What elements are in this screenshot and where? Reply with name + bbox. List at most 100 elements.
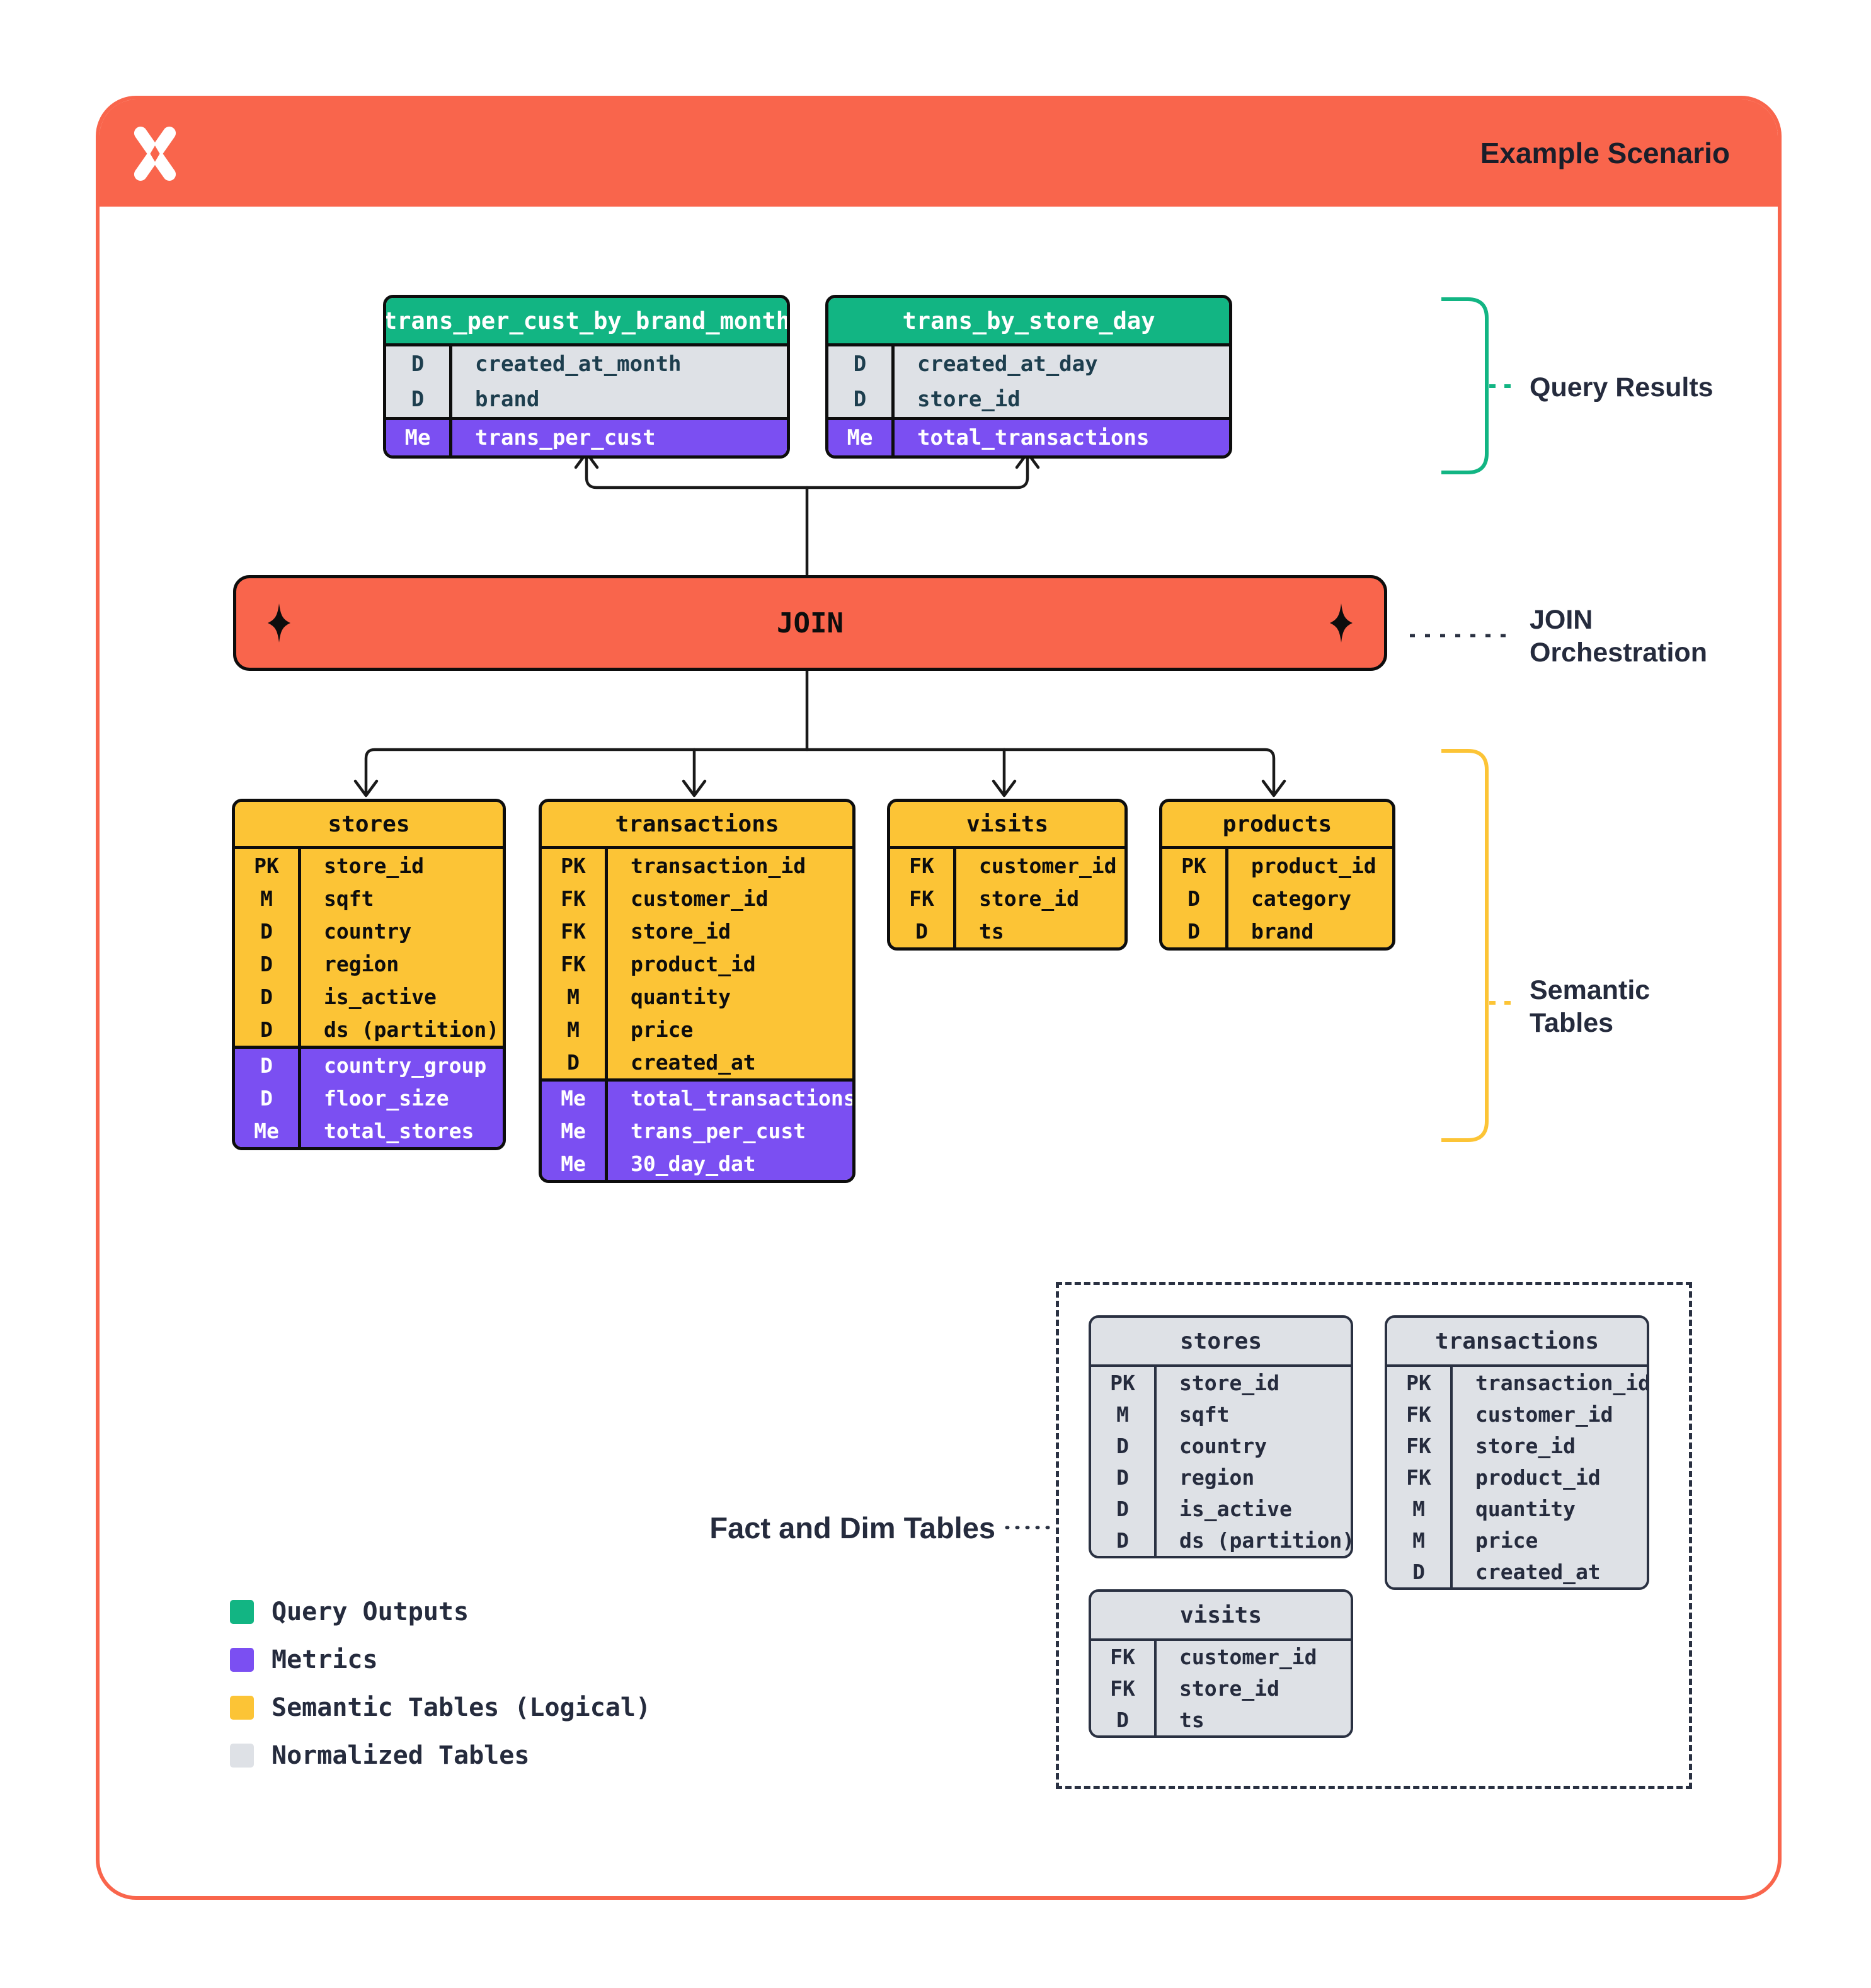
table-row: FK customer_id [1387,1398,1647,1430]
row-name: customer_id [631,886,769,911]
metric-rows: D country_group D floor_size Me total_st… [235,1046,503,1147]
table-row: Me trans_per_cust [542,1114,852,1147]
table-rows: FK customer_id FK store_id D ts [1091,1641,1351,1735]
table-row: D ts [1091,1704,1351,1735]
dimension-rows: PK transaction_id FK customer_id FK stor… [542,849,852,1078]
join-orchestration-label: JOIN Orchestration [1530,603,1707,669]
legend-item-query-outputs: Query Outputs [230,1597,651,1626]
row-name: 30_day_dat [631,1151,756,1176]
row-name: brand [1251,918,1314,944]
row-name: sqft [324,886,374,911]
row-key: FK [1387,1430,1453,1461]
table-row: M quantity [1387,1493,1647,1524]
row-key: FK [1387,1398,1453,1430]
row-key: D [235,1082,301,1114]
row-key: FK [1091,1641,1157,1672]
row-key: Me [542,1114,608,1147]
row-key: Me [828,420,895,455]
table-rows: PK store_id M sqft D country D region [1091,1367,1351,1556]
row-key: M [235,882,301,915]
table-row: PK transaction_id [542,849,852,882]
semantic-table-visits: visits FK customer_id FK store_id D ts [887,799,1128,951]
row-key: D [1091,1493,1157,1524]
table-row: D store_id [828,382,1229,417]
table-row: FK product_id [542,947,852,980]
table-row: Me 30_day_dat [542,1147,852,1180]
table-row: D country [1091,1430,1351,1461]
semantic-tables-label: Semantic Tables [1530,974,1650,1039]
join-orchestration-bar: JOIN [233,575,1387,671]
table-row: D is_active [235,980,503,1013]
annotation-text: JOIN [1530,605,1593,635]
dimension-rows: D created_at_month D brand [386,346,787,417]
table-row: M quantity [542,980,852,1013]
legend-item-normalized-tables: Normalized Tables [230,1741,651,1770]
row-name: transaction_id [1475,1370,1649,1395]
annotation-text: Orchestration [1530,637,1707,668]
x-logo-icon [134,127,176,181]
legend-label: Metrics [272,1645,378,1674]
row-name: total_transactions [917,425,1150,450]
sparkle-icon [268,603,290,643]
row-name: product_id [1251,853,1376,878]
metric-rows: Me total_transactions [828,417,1229,455]
table-row: D region [235,947,503,980]
table-rows: PK transaction_id FK customer_id FK stor… [1387,1367,1647,1587]
gray-swatch-icon [230,1744,254,1768]
row-key: Me [542,1147,608,1180]
row-name: trans_per_cust [475,425,656,450]
table-row: PK store_id [235,849,503,882]
table-row: M sqft [1091,1398,1351,1430]
row-name: country [1179,1433,1267,1458]
join-label: JOIN [777,607,844,639]
green-swatch-icon [230,1600,254,1624]
row-name: price [631,1017,694,1042]
annotation-text: Semantic [1530,975,1651,1005]
table-row: M sqft [235,882,503,915]
metric-rows: Me trans_per_cust [386,417,787,455]
row-name: store_id [1179,1370,1279,1395]
row-name: sqft [1179,1402,1230,1427]
row-name: store_id [1475,1433,1576,1458]
normalized-table-stores: stores PK store_id M sqft D country [1089,1315,1353,1558]
row-key: Me [386,420,452,455]
row-name: product_id [631,951,756,976]
dimension-rows: D created_at_day D store_id [828,346,1229,417]
legend-item-semantic-tables: Semantic Tables (Logical) [230,1693,651,1722]
card-header: Example Scenario [100,100,1778,207]
row-key: PK [1387,1367,1453,1398]
row-key: D [1091,1704,1157,1735]
table-row: D brand [386,382,787,417]
row-name: created_at [631,1049,756,1075]
row-name: product_id [1475,1465,1601,1490]
row-name: store_id [979,886,1079,911]
table-row: Me total_transactions [828,420,1229,455]
table-title: visits [1091,1592,1351,1641]
table-row: D created_at [542,1046,852,1078]
semantic-table-products: products PK product_id D category D bran… [1159,799,1395,951]
fact-dim-dashed-box [1056,1282,1692,1789]
table-row: M price [542,1013,852,1046]
row-key: M [1387,1524,1453,1556]
row-name: ds (partition) [324,1017,500,1042]
row-key: M [542,980,608,1013]
row-name: ts [979,918,1004,944]
row-key: D [828,382,895,417]
query-table-trans-per-cust-by-brand-month: trans_per_cust_by_brand_month D created_… [383,295,790,459]
row-key: PK [235,849,301,882]
table-title: transactions [1387,1318,1647,1367]
row-name: store_id [631,918,731,944]
page-title: Example Scenario [1480,137,1730,169]
row-name: store_id [324,853,424,878]
normalized-table-transactions: transactions PK transaction_id FK custom… [1385,1315,1649,1590]
table-row: PK store_id [1091,1367,1351,1398]
purple-swatch-icon [230,1648,254,1672]
row-name: ds (partition) [1179,1528,1353,1553]
row-name: transaction_id [631,853,806,878]
metric-rows: Me total_transactions Me trans_per_cust … [542,1078,852,1180]
table-row: PK transaction_id [1387,1367,1647,1398]
normalized-table-visits: visits FK customer_id FK store_id D ts [1089,1589,1353,1738]
row-key: PK [1091,1367,1157,1398]
row-key: PK [542,849,608,882]
row-key: D [235,980,301,1013]
